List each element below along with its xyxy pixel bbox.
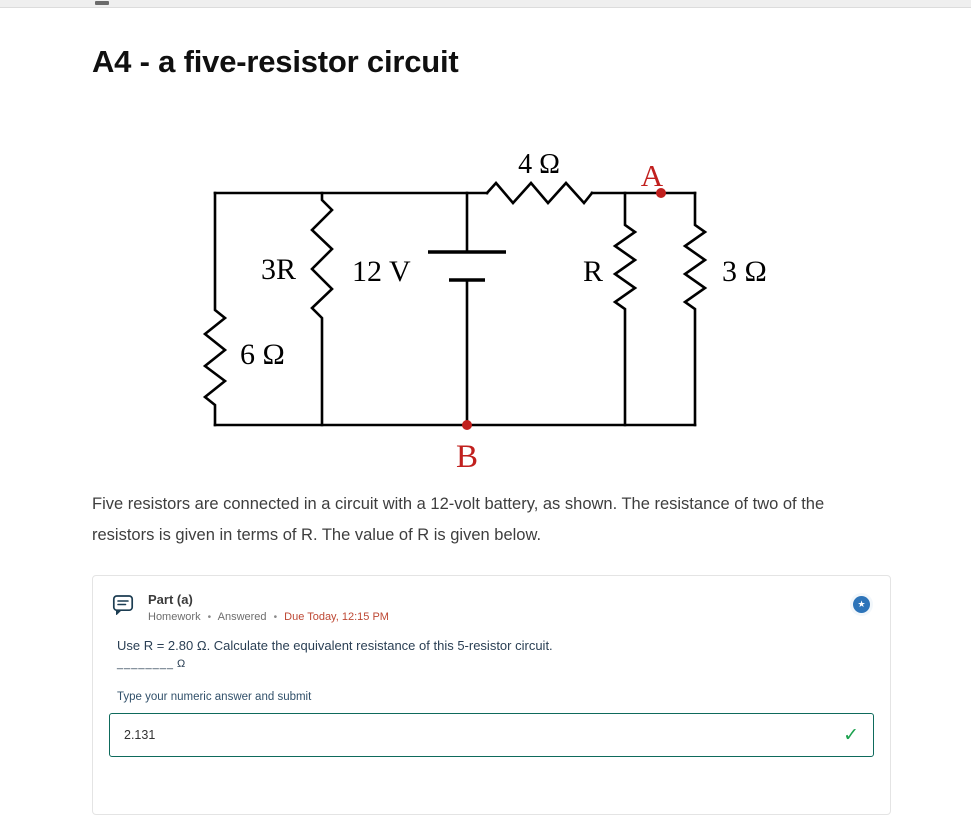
answer-unit: Ω (176, 658, 186, 670)
problem-description-line2: resistors is given in terms of R. The va… (92, 526, 542, 544)
question-text: Use R = 2.80 Ω. Calculate the equivalent… (117, 638, 553, 653)
resistor-R-zigzag (612, 191, 638, 427)
answer-blank-line: ________Ω (117, 658, 874, 670)
resistor-3ohm-zigzag (682, 191, 708, 427)
meta-separator-icon: • (207, 612, 212, 623)
node-a-dot (656, 188, 666, 198)
star-badge-icon[interactable]: ★ (853, 596, 870, 613)
browser-chrome-mark (95, 1, 109, 5)
answer-blank: ________ (117, 658, 174, 670)
part-a-card: Part (a) Homework • Answered • Due Today… (92, 575, 891, 815)
circuit-diagram: 4 Ω A 3R 12 V R 3 Ω 6 Ω B (202, 149, 767, 475)
meta-due-date: Due Today, 12:15 PM (284, 611, 389, 623)
answer-input-box[interactable]: ✓ (109, 713, 874, 757)
meta-homework: Homework (148, 611, 201, 623)
label-12v: 12 V (352, 255, 411, 288)
resistor-6ohm-zigzag (202, 191, 228, 427)
browser-chrome-strip (0, 0, 971, 8)
meta-separator-icon: • (273, 612, 278, 623)
discussion-bubble-icon (111, 593, 135, 617)
part-meta: Homework • Answered • Due Today, 12:15 P… (148, 611, 389, 623)
answer-instruction: Type your numeric answer and submit (117, 691, 312, 703)
answer-input[interactable] (124, 728, 834, 742)
label-R: R (583, 255, 603, 288)
resistor-4ohm-zigzag (485, 181, 594, 206)
label-3ohm: 3 Ω (722, 255, 767, 288)
correct-checkmark-icon: ✓ (843, 724, 859, 746)
label-node-a: A (641, 158, 664, 193)
label-3R: 3R (261, 253, 296, 286)
problem-description-line1: Five resistors are connected in a circui… (92, 495, 825, 513)
resistor-3R-zigzag (310, 191, 334, 427)
label-4ohm: 4 Ω (518, 149, 560, 180)
part-a-header: Part (a) Homework • Answered • Due Today… (93, 576, 890, 623)
label-6ohm: 6 Ω (240, 338, 285, 371)
problem-description: Five resistors are connected in a circui… (92, 489, 877, 551)
part-title: Part (a) (148, 592, 193, 607)
label-node-b: B (456, 439, 478, 475)
page-title: A4 - a five-resistor circuit (92, 44, 459, 79)
part-a-header-text: Part (a) Homework • Answered • Due Today… (148, 592, 389, 623)
node-b-dot (462, 420, 472, 430)
meta-answered: Answered (217, 611, 267, 623)
